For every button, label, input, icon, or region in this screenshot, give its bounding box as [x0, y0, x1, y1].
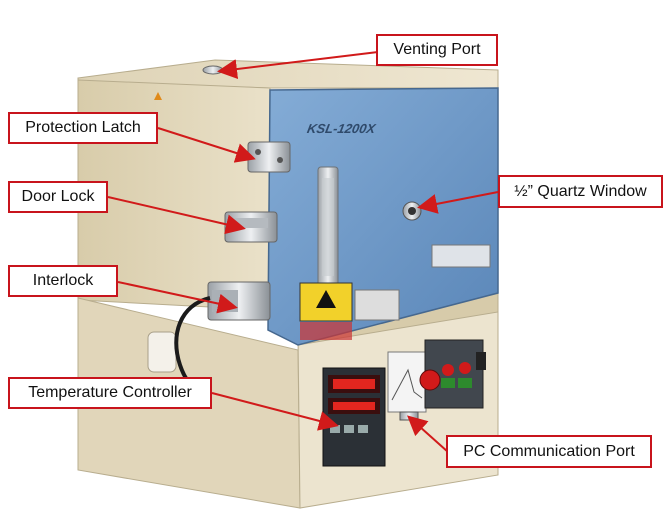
pc-port [399, 411, 419, 421]
callout-protection-latch: Protection Latch [8, 112, 158, 144]
callout-pc-communication-port: PC Communication Port [446, 435, 652, 468]
protection-latch [247, 141, 291, 173]
callout-quartz-window: ½” Quartz Window [498, 175, 663, 208]
profile-plate [387, 351, 427, 413]
emergency-stop [419, 369, 441, 391]
quartz-window-arrow [417, 191, 499, 214]
callout-door-lock: Door Lock [8, 181, 108, 213]
venting-port-arrow [217, 51, 379, 80]
pc-port-arrow [407, 415, 449, 453]
callout-interlock: Interlock [8, 265, 118, 297]
interlock-arrow [117, 281, 238, 314]
venting-port [202, 65, 224, 75]
callout-venting-port: Venting Port [376, 34, 498, 66]
side-handle [147, 331, 177, 373]
model-label: KSL-1200X [306, 121, 378, 136]
protection-latch-arrow [157, 127, 256, 163]
callout-temperature-controller: Temperature Controller [8, 377, 212, 409]
door-plate [431, 244, 491, 268]
door-lock-arrow [107, 196, 246, 235]
temperature-controller-arrow [211, 392, 339, 431]
